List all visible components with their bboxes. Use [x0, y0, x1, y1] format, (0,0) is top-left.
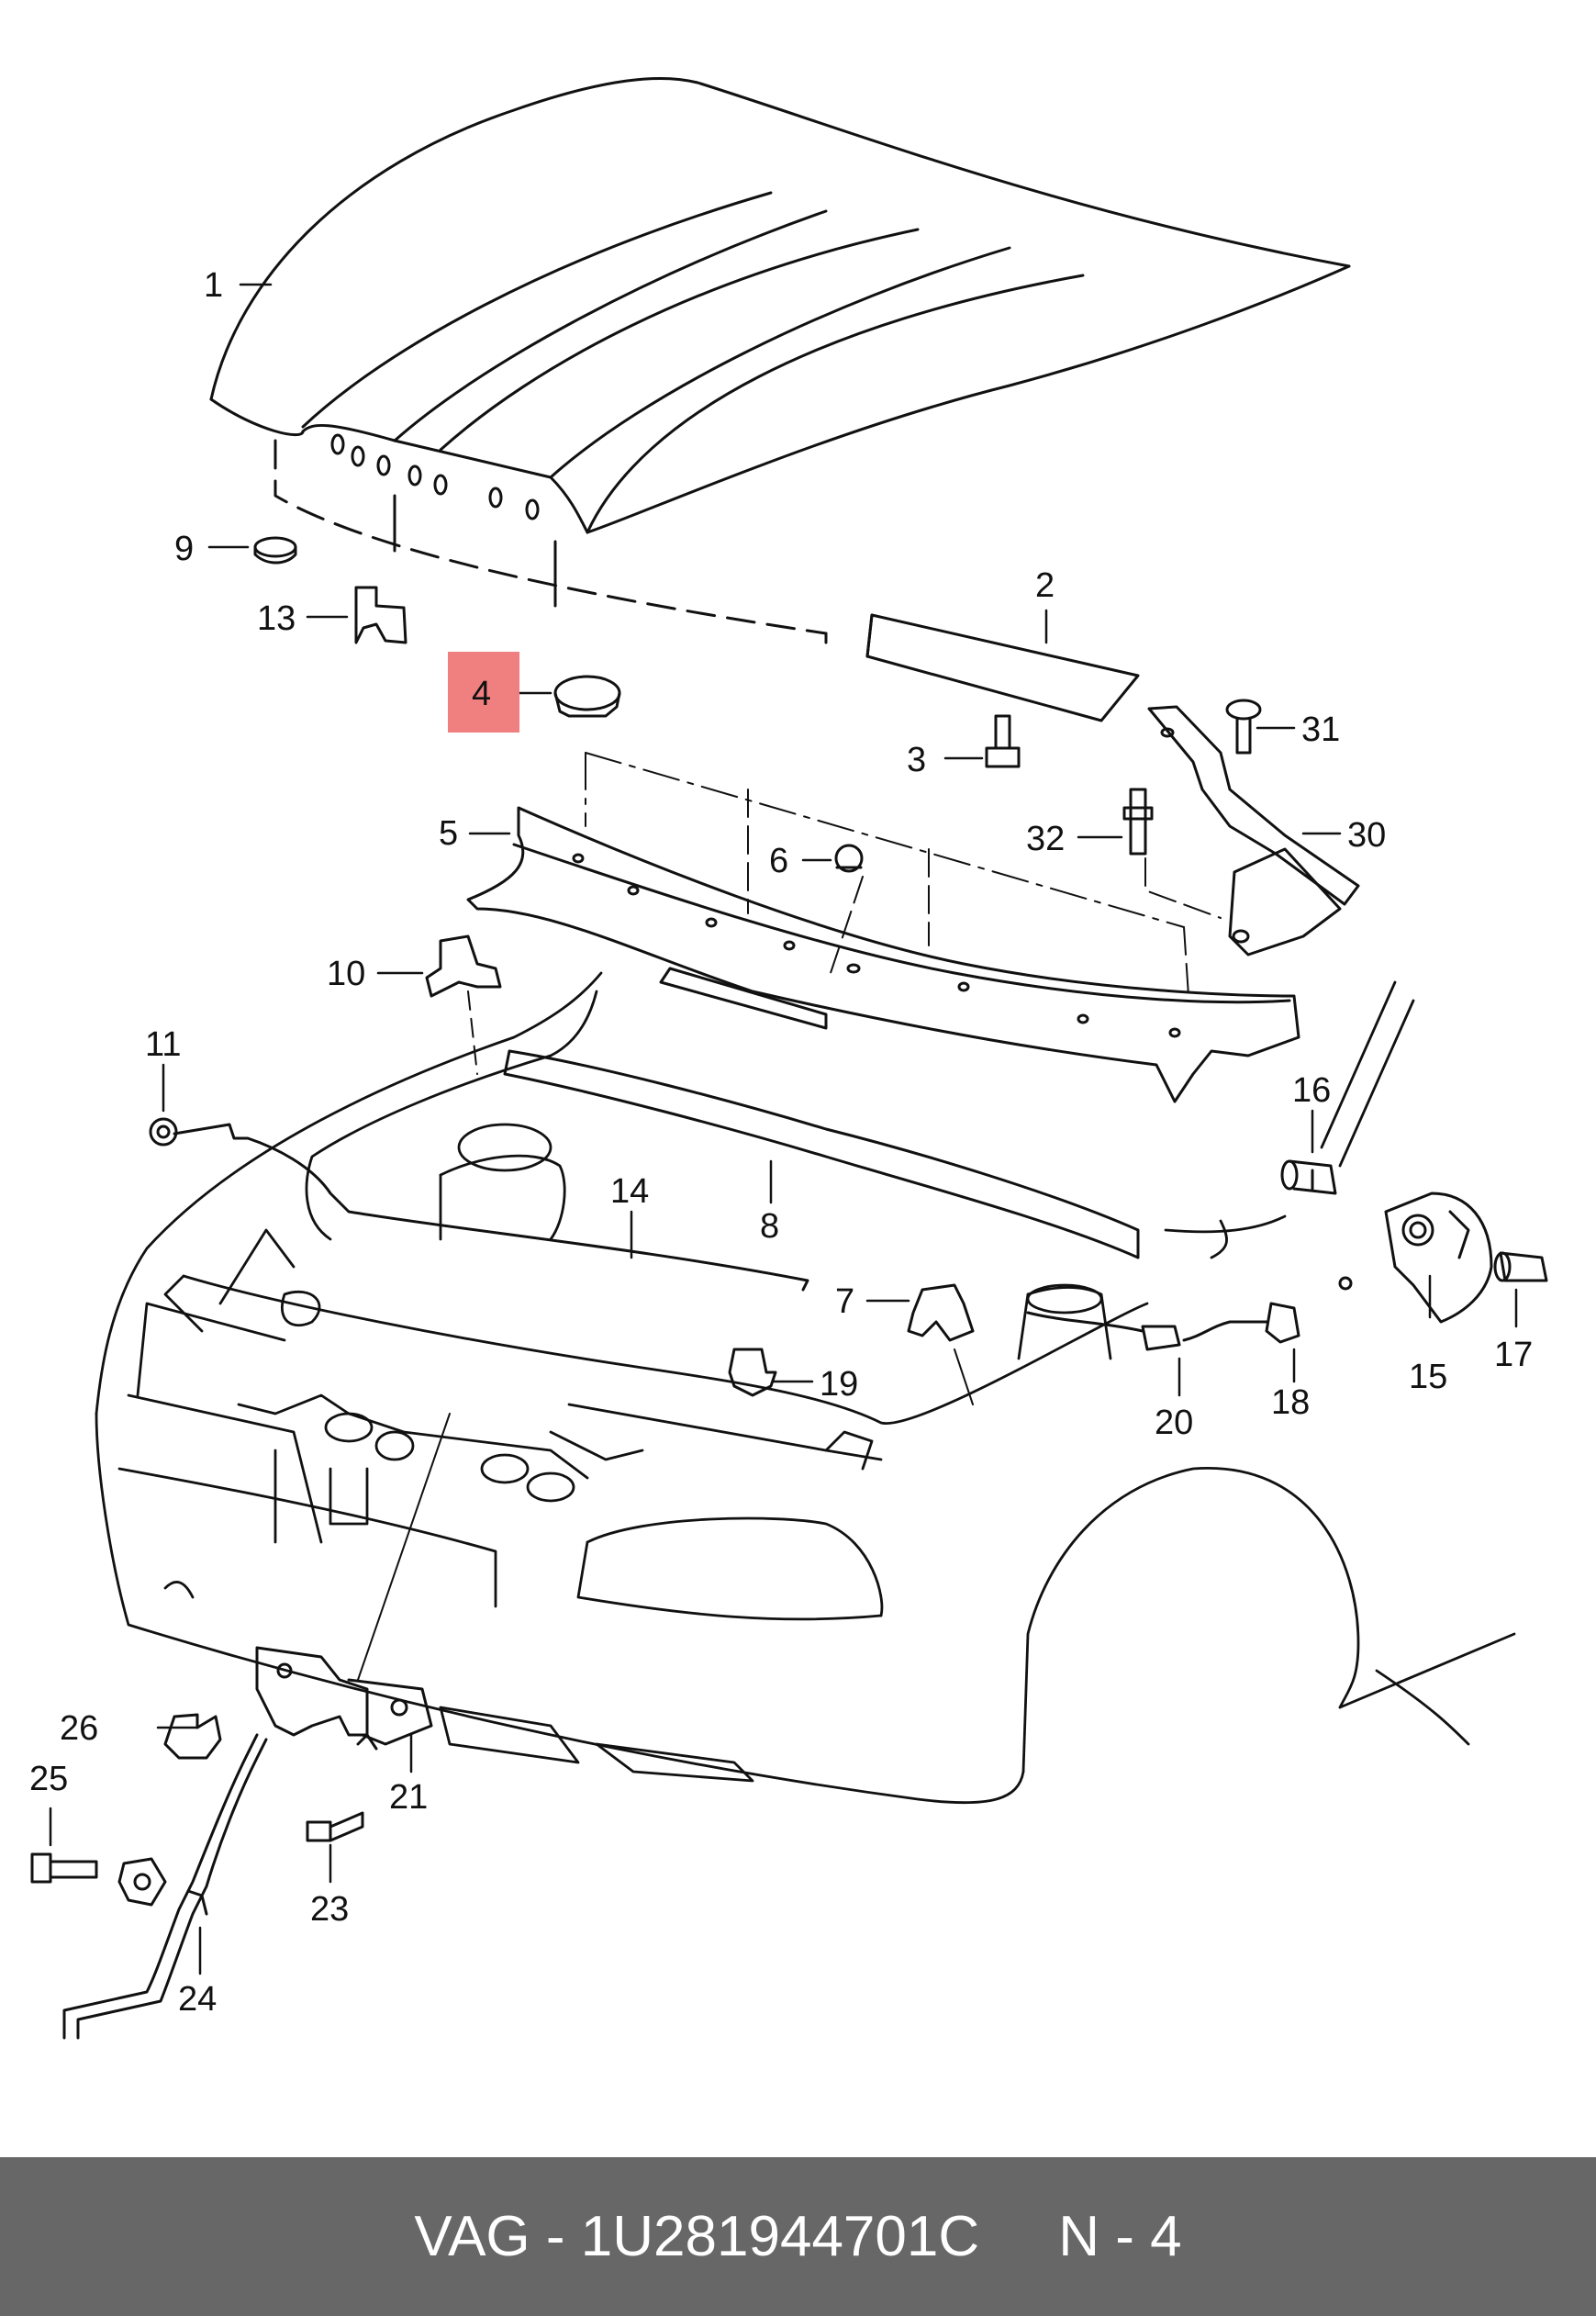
- plug-6: [834, 844, 864, 873]
- callout-32: 32: [1026, 820, 1065, 858]
- callout-8: 8: [760, 1207, 779, 1246]
- cable-connector-18: [1182, 1276, 1353, 1344]
- lock-plate-15: [1384, 1192, 1493, 1324]
- separator: -: [530, 2205, 581, 2268]
- callout-2: 2: [1035, 566, 1055, 605]
- clip-26: [163, 1713, 222, 1760]
- callout-5: 5: [439, 814, 458, 853]
- cap-4: [553, 675, 621, 718]
- part-number-footer: VAG - 1U281944701C N - 4: [0, 2157, 1596, 2316]
- callout-3: 3: [907, 741, 926, 779]
- callout-15: 15: [1409, 1358, 1447, 1396]
- grommet-11: [149, 1117, 178, 1147]
- brand-label: VAG: [414, 2205, 530, 2268]
- highlight-box-4: [448, 652, 519, 733]
- callout-11: 11: [145, 1025, 181, 1064]
- clip-19: [728, 1348, 777, 1397]
- bolt-17: [1493, 1251, 1548, 1282]
- hood-seal-8: [503, 1049, 1140, 1259]
- callout-30: 30: [1347, 816, 1386, 855]
- bolt-3: [985, 714, 1021, 768]
- callout-1: 1: [204, 266, 223, 305]
- callout-labels: 1 2 3 4 5 6 7 8 9 10 11 13 14 15 16 17 1…: [29, 266, 1533, 2019]
- bolt-25: [30, 1852, 98, 1884]
- car-front-body: [95, 971, 1516, 1805]
- plenum-panel-5: [466, 806, 1300, 1103]
- callout-4: 4: [472, 675, 491, 713]
- callout-18: 18: [1271, 1383, 1310, 1422]
- leader-lines: [49, 283, 1518, 1975]
- callout-24: 24: [178, 1980, 217, 2019]
- release-cable-end-20: [1026, 1311, 1181, 1351]
- clip-13: [354, 586, 407, 644]
- callout-7: 7: [835, 1282, 854, 1321]
- callout-14: 14: [610, 1172, 649, 1211]
- hood-latch-21: [255, 1646, 433, 1751]
- part-number: 1U281944701C: [580, 2205, 980, 2268]
- buffer-16: [1280, 1159, 1337, 1195]
- callout-21: 21: [389, 1778, 428, 1817]
- callout-10: 10: [327, 955, 365, 993]
- callout-17: 17: [1494, 1336, 1533, 1374]
- cable-holder-7: [907, 1283, 975, 1405]
- reference-lines: [357, 752, 1222, 1681]
- callout-16: 16: [1292, 1071, 1331, 1110]
- position-label: N - 4: [1058, 2205, 1182, 2268]
- grommet-9: [253, 536, 297, 565]
- hood-seal-strip-2: [865, 613, 1140, 722]
- callout-13: 13: [257, 599, 296, 638]
- callout-25: 25: [29, 1760, 68, 1798]
- callout-20: 20: [1155, 1404, 1193, 1442]
- stud-32: [1122, 788, 1154, 856]
- spacer: [979, 2204, 1058, 2269]
- release-lever-24: [62, 1733, 268, 2040]
- callout-9: 9: [174, 530, 194, 568]
- callout-6: 6: [769, 842, 788, 880]
- clip-10: [425, 934, 502, 998]
- callout-26: 26: [60, 1709, 98, 1748]
- hood-panel: [209, 76, 1351, 644]
- callout-31: 31: [1301, 710, 1340, 749]
- parts-diagram: 1 2 3 4 5 6 7 8 9 10 11 13 14 15 16 17 1…: [29, 76, 1548, 2040]
- callout-19: 19: [820, 1365, 858, 1404]
- hinge-30: [1147, 705, 1360, 957]
- screw-31: [1225, 699, 1262, 755]
- bolt-23: [306, 1811, 364, 1842]
- callout-23: 23: [310, 1890, 349, 1929]
